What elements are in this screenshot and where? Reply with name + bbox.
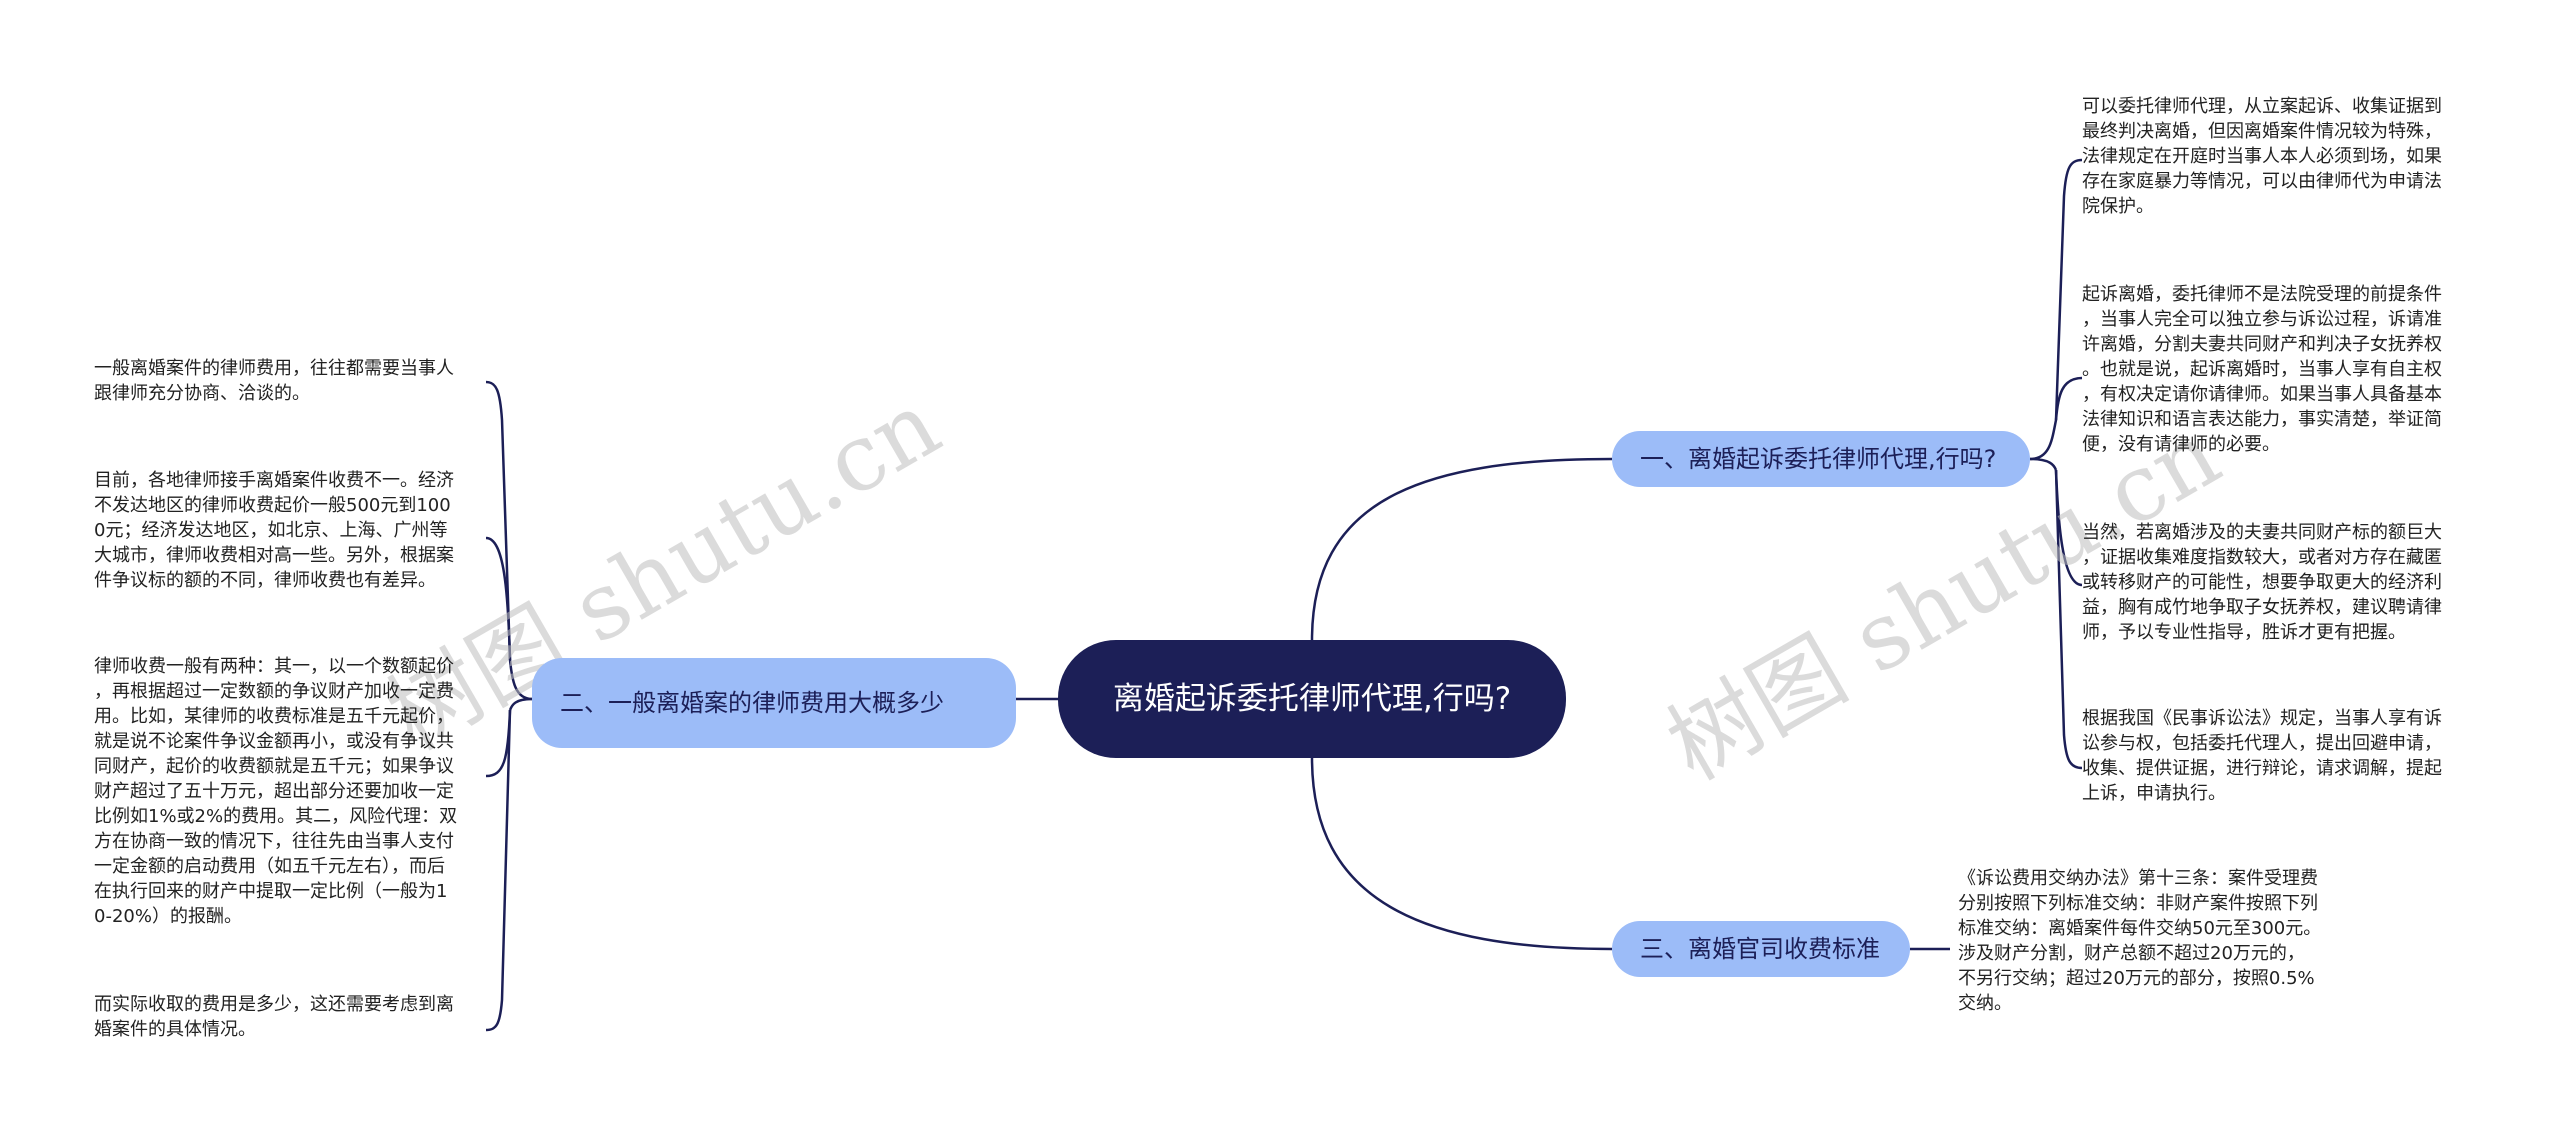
leaf-three-1: 《诉讼费用交纳办法》第十三条：案件受理费 分别按照下列标准交纳：非财产案件按照下…	[1958, 868, 2322, 1014]
connector-branch-one-stem	[2029, 457, 2058, 471]
leaf-one-3: 当然，若离婚涉及的夫妻共同财产标的额巨大 ，证据收集难度指数较大，或者对方存在藏…	[2082, 522, 2442, 643]
branch-node-three[interactable]: 三、离婚官司收费标准	[1612, 921, 1910, 977]
connector-root-to-branch-three	[1310, 757, 1613, 951]
connector-branch-one-leaf4	[2054, 469, 2083, 770]
connector-branch-two-leaf3	[485, 709, 512, 778]
connector-branch-two-bracket	[485, 380, 533, 701]
branch-node-one[interactable]: 一、离婚起诉委托律师代理,行吗?	[1612, 431, 2030, 487]
leaf-one-4: 根据我国《民事诉讼法》规定，当事人享有诉 讼参与权，包括委托代理人，提出回避申请…	[2082, 708, 2442, 804]
leaf-two-3: 律师收费一般有两种：其一，以一个数额起价 ，再根据超过一定数额的争议财产加收一定…	[94, 656, 458, 927]
connector-branch-two-leaf4	[485, 709, 512, 1032]
connector-branch-one-leaf2	[2054, 376, 2083, 421]
connector-branch-two-leaf2	[485, 536, 512, 661]
leaf-one-2: 起诉离婚，委托律师不是法院受理的前提条件 ，当事人完全可以独立参与诉讼过程，诉请…	[2082, 284, 2442, 455]
connector-branch-one-bracket	[2029, 158, 2083, 461]
root-node[interactable]: 离婚起诉委托律师代理,行吗?	[1058, 640, 1566, 758]
connector-branch-two-stem	[508, 697, 533, 711]
leaf-two-1: 一般离婚案件的律师费用，往往都需要当事人 跟律师充分协商、洽谈的。	[94, 358, 454, 404]
leaf-two-2: 目前，各地律师接手离婚案件收费不一。经济 不发达地区的律师收费起价一般500元到…	[94, 470, 454, 591]
connector-root-to-branch-one	[1310, 457, 1613, 641]
leaf-one-1: 可以委托律师代理，从立案起诉、收集证据到 最终判决离婚，但因离婚案件情况较为特殊…	[2082, 96, 2442, 217]
branch-node-two[interactable]: 二、一般离婚案的律师费用大概多少	[532, 658, 1016, 748]
leaf-two-4: 而实际收取的费用是多少，这还需要考虑到离 婚案件的具体情况。	[94, 994, 454, 1040]
